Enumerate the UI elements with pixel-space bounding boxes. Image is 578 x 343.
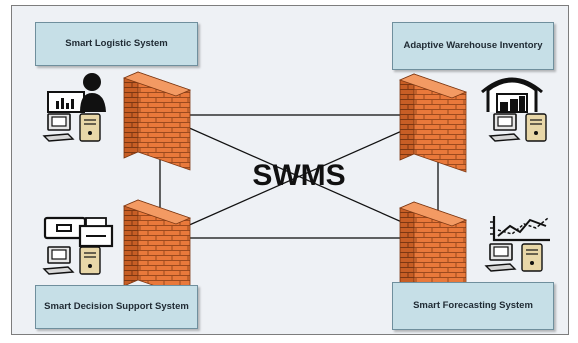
firewall-icon (123, 199, 191, 299)
system-label: Smart Forecasting System (413, 299, 533, 311)
computer-workstation-icon (485, 243, 543, 272)
computer-workstation-icon (43, 246, 101, 275)
diagonal-link-b (159, 114, 439, 239)
firewall-icon (123, 71, 191, 171)
smart-logistic-system-box: Smart Logistic System (35, 22, 198, 66)
adaptive-warehouse-inventory-box: Adaptive Warehouse Inventory (392, 22, 554, 70)
smart-forecasting-system-box: Smart Forecasting System (392, 282, 554, 330)
system-label: Adaptive Warehouse Inventory (403, 39, 543, 51)
smart-decision-support-system-box: Smart Decision Support System (35, 285, 198, 329)
computer-workstation-icon (489, 113, 547, 142)
computer-workstation-icon (43, 113, 101, 142)
forecast-chart-icon (490, 216, 550, 242)
system-label: Smart Logistic System (65, 37, 168, 49)
system-label: Smart Decision Support System (44, 300, 189, 312)
warehouse-icon (481, 77, 543, 113)
connection-lines (159, 114, 439, 239)
center-label: SWMS (252, 159, 345, 192)
firewall-icon (399, 73, 467, 173)
data-printer-icon (43, 216, 114, 248)
network-rectangle (159, 114, 439, 239)
analyst-at-chart-icon (47, 73, 106, 113)
